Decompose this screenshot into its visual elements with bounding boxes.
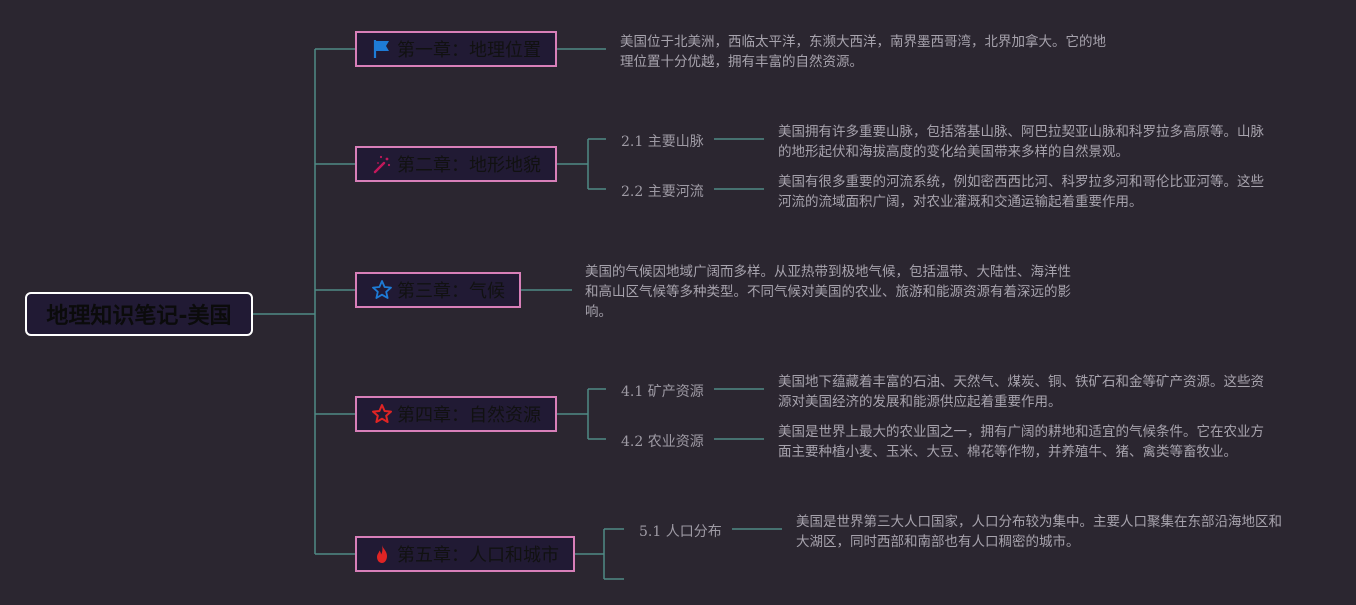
chapter-4-title: 第四章：自然资源 (397, 405, 541, 426)
chapter-1-desc: 美国位于北美洲，西临太平洋，东濒大西洋，南界墨西哥湾，北界加拿大。它的地理位置十… (620, 34, 1106, 70)
subtopic-2-1-desc: 美国拥有许多重要山脉，包括落基山脉、阿巴拉契亚山脉和科罗拉多高原等。山脉的地形起… (778, 124, 1264, 160)
subtopic-4-2-desc: 美国是世界上最大的农业国之一，拥有广阔的耕地和适宜的气候条件。它在农业方面主要种… (778, 424, 1264, 460)
chapter-5-node[interactable]: 第五章：人口和城市 (355, 536, 575, 572)
chapter-1-node[interactable]: 第一章：地理位置 (355, 31, 557, 67)
chapter-2-title: 第二章：地形地貌 (397, 155, 541, 176)
subtopic-2-2-desc: 美国有很多重要的河流系统，例如密西西比河、科罗拉多河和哥伦比亚河等。这些河流的流… (778, 174, 1264, 210)
subtopic-4-1-desc: 美国地下蕴藏着丰富的石油、天然气、煤炭、铜、铁矿石和金等矿产资源。这些资源对美国… (778, 374, 1264, 410)
star-outline-icon (371, 279, 393, 301)
subtopic-5-1-desc: 美国是世界第三大人口国家，人口分布较为集中。主要人口聚集在东部沿海地区和大湖区，… (796, 514, 1282, 550)
root-topic[interactable]: 地理知识笔记-美国 (25, 292, 253, 336)
chapter-3-desc: 美国的气候因地域广阔而多样。从亚热带到极地气候，包括温带、大陆性、海洋性和高山区… (585, 264, 1071, 320)
subtopic-4-2[interactable]: 4.2 农业资源 (621, 434, 704, 450)
subtopic-5-1[interactable]: 5.1 人口分布 (639, 524, 722, 540)
fire-icon (371, 543, 393, 565)
subtopic-2-2[interactable]: 2.2 主要河流 (621, 184, 704, 200)
chapter-2-node[interactable]: 第二章：地形地貌 (355, 146, 557, 182)
subtopic-4-1[interactable]: 4.1 矿产资源 (621, 384, 704, 400)
chapter-1-title: 第一章：地理位置 (397, 40, 541, 61)
flag-icon (371, 38, 393, 60)
red-star-icon (371, 403, 393, 425)
subtopic-2-1[interactable]: 2.1 主要山脉 (621, 134, 704, 150)
chapter-3-node[interactable]: 第三章：气候 (355, 272, 521, 308)
chapter-5-title: 第五章：人口和城市 (397, 545, 559, 566)
chapter-3-title: 第三章：气候 (397, 281, 505, 302)
chapter-4-node[interactable]: 第四章：自然资源 (355, 396, 557, 432)
magic-wand-icon (371, 153, 393, 175)
